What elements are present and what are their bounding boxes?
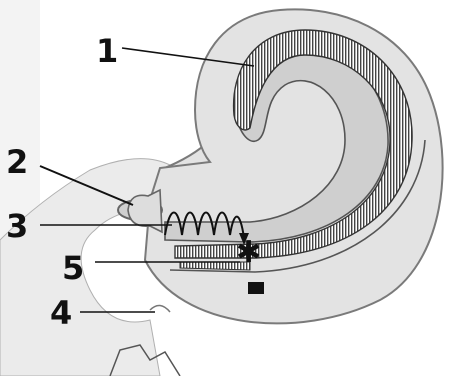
label-4: 4	[50, 294, 72, 332]
label-1: 1	[96, 32, 118, 70]
label-5: 5	[62, 249, 84, 287]
label-3: 3	[6, 207, 28, 245]
label-2: 2	[6, 143, 28, 181]
square-marker	[248, 282, 264, 294]
star-marker: ✱	[236, 235, 261, 270]
round-window	[150, 305, 170, 312]
